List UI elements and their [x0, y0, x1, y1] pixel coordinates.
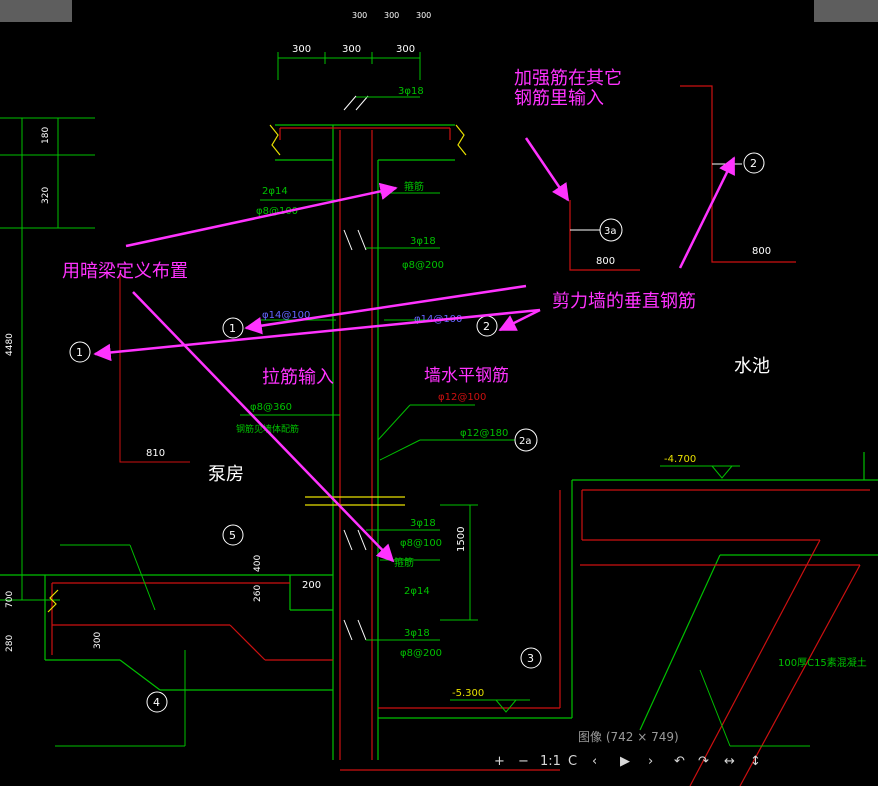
bar-label-4: 3φ18 [410, 236, 436, 247]
dim-400: 400 [253, 555, 263, 572]
flip-horizontal-button[interactable]: ↔ [724, 754, 735, 769]
bar-label-10: φ12@180 [460, 428, 508, 439]
concrete-note: 100厚C15素混凝土 [778, 656, 867, 669]
circle-label-5: 5 [229, 529, 236, 542]
prev-button[interactable]: ‹ [592, 754, 598, 769]
top-dim-small-1: 300 [352, 11, 367, 20]
bar-label-8: φ8@360 [250, 402, 292, 413]
top-left-corner [0, 0, 72, 22]
section-lines [55, 544, 810, 747]
circle-label-2ar: 2a [519, 436, 532, 447]
rotate-left-button[interactable]: ↶ [674, 754, 685, 769]
top-dimension-group [277, 52, 421, 80]
pump-floor-yellow [47, 589, 59, 613]
level-markers [450, 465, 740, 713]
level-2: -5.300 [452, 688, 484, 699]
circle-label-1a: 1 [76, 346, 83, 359]
next-button[interactable]: › [648, 754, 654, 769]
dim-1500-lines [440, 504, 478, 621]
bar-label-13: 2φ14 [404, 586, 430, 597]
bar-label-14: 3φ18 [404, 628, 430, 639]
circle-label-1b: 1 [229, 322, 236, 335]
top-dim-3: 300 [396, 44, 415, 55]
top-dim-small-3: 300 [416, 11, 431, 20]
dim-810: 810 [146, 448, 165, 459]
bar-label-17: 箍筋 [394, 556, 414, 569]
bar-label-15: φ8@200 [400, 648, 442, 659]
play-button[interactable]: ▶ [620, 754, 630, 769]
circle-label-3: 3 [527, 652, 534, 665]
wall-note: 钢筋见墙体配筋 [236, 423, 299, 435]
pool-label: 水池 [734, 356, 770, 377]
wall-top-break [269, 124, 467, 156]
tie-yellow [305, 496, 405, 506]
pool-red [340, 489, 870, 786]
bar-label-2: 2φ14 [262, 186, 288, 197]
top-dim-2: 300 [342, 44, 361, 55]
pump-floor-green [0, 574, 333, 691]
flip-vertical-button[interactable]: ↕ [750, 754, 761, 769]
circle-label-3a: 3a [604, 226, 617, 237]
annotation-dark-beam: 用暗梁定义布置 [62, 261, 188, 282]
bar-label-12: φ8@100 [400, 538, 442, 549]
circle-label-2b: 2 [750, 157, 757, 170]
pump-room-label: 泵房 [208, 464, 244, 485]
zoom-in-button[interactable]: + [494, 754, 505, 769]
level-1: -4.700 [664, 454, 696, 465]
top-dim-1: 300 [292, 44, 311, 55]
dim-left-180: 180 [41, 127, 51, 144]
dim-right-800: 800 [596, 256, 615, 267]
annotation-wall-horizontal: 墙水平钢筋 [424, 366, 509, 386]
dim-300: 300 [93, 632, 103, 649]
bar-label-5: φ8@200 [402, 260, 444, 271]
annotation-reinforce-1: 加强筋在其它 [514, 68, 622, 89]
dim-200: 200 [302, 580, 321, 591]
viewer-toolbar: + − 1:1 C ‹ ▶ › ↶ ↷ ↔ ↕ [480, 748, 780, 776]
main-wall [275, 124, 455, 760]
dim-280: 280 [5, 635, 15, 652]
dim-1500: 1500 [456, 527, 467, 552]
wall-ties [343, 95, 369, 641]
image-size-caption: 图像 (742 × 749) [578, 730, 679, 744]
bar-leaders [240, 96, 515, 641]
dim-left-4480: 4480 [5, 333, 15, 356]
bar-label-3: φ8@100 [256, 206, 298, 217]
circle-label-4: 4 [153, 696, 160, 709]
reset-button[interactable]: C [568, 754, 578, 769]
pool-green [378, 452, 878, 731]
wall-rebar [279, 127, 451, 760]
dim-810-leader [119, 270, 190, 463]
rotate-right-button[interactable]: ↷ [698, 754, 709, 769]
pump-floor-red [51, 582, 333, 661]
left-dimension-group [0, 117, 95, 601]
bar-label-16: 箍筋 [404, 180, 424, 193]
bar-label-6: φ14@100 [262, 310, 310, 321]
dim-right-800b: 800 [752, 246, 771, 257]
bar-label-9: φ12@100 [438, 392, 486, 403]
circle-label-2a: 2 [483, 320, 490, 333]
dim-left-320: 320 [41, 187, 51, 204]
top-dim-small-2: 300 [384, 11, 399, 20]
annotation-tie-bar: 拉筋输入 [262, 367, 334, 388]
actual-size-button[interactable]: 1:1 [540, 754, 561, 769]
circle-markers [69, 152, 765, 713]
bar-label-1: 3φ18 [398, 86, 424, 97]
annotation-arrows [93, 137, 736, 563]
dim-260: 260 [253, 585, 263, 602]
bar-label-11: 3φ18 [410, 518, 436, 529]
reinforce-detail [569, 85, 796, 271]
top-right-corner [814, 0, 878, 22]
annotation-reinforce-2: 钢筋里输入 [514, 88, 604, 109]
zoom-out-button[interactable]: − [518, 754, 529, 769]
annotation-shear-wall: 剪力墙的垂直钢筋 [552, 291, 696, 312]
dim-700: 700 [5, 591, 15, 608]
